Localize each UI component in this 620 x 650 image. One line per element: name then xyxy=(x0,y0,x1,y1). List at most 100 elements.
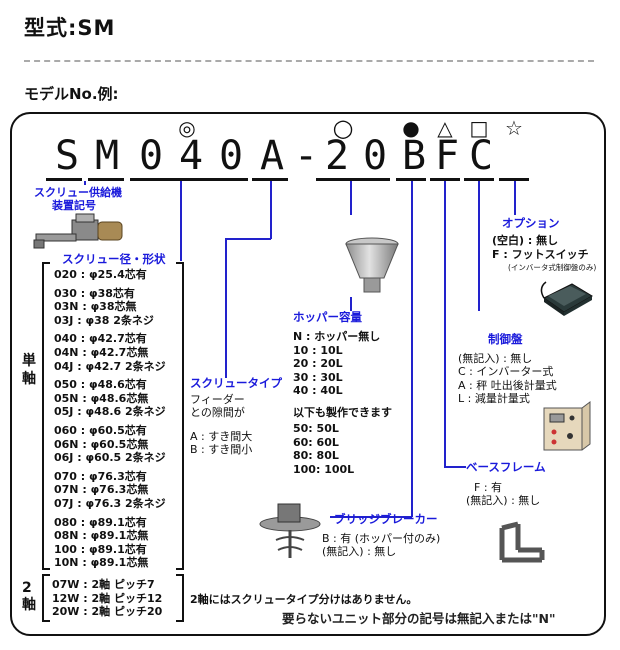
list-item: 12W : 2軸 ピッチ12 xyxy=(52,591,163,605)
circle-icon: ○ xyxy=(332,114,354,142)
list-item: 03J : φ38 2条ネジ xyxy=(54,313,154,327)
hopper-list: N : ホッパー無し 10 : 10L 20 : 20L 30 : 30L 40… xyxy=(293,330,392,476)
list-item: 80: 80L xyxy=(293,449,339,462)
screw-feeder-label-line: 装置記号 xyxy=(52,199,96,212)
underline xyxy=(130,178,248,181)
double-axis-label: 2軸 xyxy=(22,580,36,613)
diagram-frame xyxy=(10,112,606,636)
control-panel-image xyxy=(543,401,591,451)
double-axis-note: 2軸にはスクリュータイプ分けはありません。 xyxy=(190,593,418,606)
code-char-type: A xyxy=(259,133,285,179)
base-frame-line: (無記入) : 無し xyxy=(466,494,541,508)
model-heading: モデルNo.例: xyxy=(24,85,119,103)
star-icon: ☆ xyxy=(505,116,523,140)
option-line: F : フットスイッチ xyxy=(492,247,589,261)
code-char-digit: 0 xyxy=(218,133,244,179)
hopper-image xyxy=(345,237,399,293)
connector-line xyxy=(444,181,446,467)
connector-line xyxy=(84,181,86,185)
list-item: 050 : φ48.6芯有 xyxy=(54,378,147,392)
list-item: 040 : φ42.7芯有 xyxy=(54,332,147,346)
bridge-breaker-label: ブリッジブレーカー xyxy=(334,512,438,526)
list-item: 070 : φ76.3芯有 xyxy=(54,469,147,483)
screw-feeder-image xyxy=(33,213,123,249)
option-label: オプション xyxy=(502,216,560,230)
code-char-digit: 0 xyxy=(362,133,388,179)
screw-type-line: A : すき間大 xyxy=(190,429,253,443)
list-item: 60: 60L xyxy=(293,435,339,449)
list-item: 10N : φ89.1芯無 xyxy=(54,556,149,570)
code-char-s: S xyxy=(54,133,80,179)
list-item: 05N : φ48.6芯無 xyxy=(54,391,149,405)
underline xyxy=(252,178,288,181)
connector-line xyxy=(444,466,466,468)
screw-type-line: B : すき間小 xyxy=(190,443,253,457)
list-item: 20 : 20L xyxy=(293,357,343,370)
control-panel-line: (無記入) : 無し xyxy=(458,352,533,365)
control-panel-line: A : 秤 吐出後計量式 xyxy=(458,378,557,392)
code-char-digit: 2 xyxy=(324,133,350,179)
base-frame-line: F : 有 xyxy=(474,481,503,494)
connector-line xyxy=(330,516,412,518)
connector-line xyxy=(478,181,480,311)
list-item: 100: 100L xyxy=(293,462,355,476)
list-item: 05J : φ48.6 2条ネジ xyxy=(54,405,166,419)
list-item: 020 : φ25.4芯有 xyxy=(54,268,147,281)
connector-line xyxy=(350,297,352,311)
code-char-bridge: B xyxy=(401,133,427,179)
connector-line xyxy=(180,181,182,261)
triangle-icon: △ xyxy=(437,116,453,140)
page-title: 型式:SM xyxy=(24,16,116,40)
control-panel-line: L : 減量計量式 xyxy=(458,392,530,406)
option-sub: (インバータ式制御盤のみ) xyxy=(508,263,597,272)
list-item: 07J : φ76.3 2条ネジ xyxy=(54,496,166,510)
list-item: 10 : 10L xyxy=(293,343,343,357)
control-panel-line: C : インバーター式 xyxy=(458,365,554,379)
double-circle-icon: ◎ xyxy=(178,116,196,140)
bracket xyxy=(42,262,50,570)
footer-note: 要らないユニット部分の記号は無記入または"N" xyxy=(282,611,556,626)
list-item: 50: 50L xyxy=(293,422,339,435)
list-item: 030 : φ38芯有 xyxy=(54,286,135,300)
underline xyxy=(316,178,390,181)
list-item: 40 : 40L xyxy=(293,384,343,397)
code-char-hyphen: - xyxy=(293,133,319,179)
screw-feeder-label-line: スクリュー供給機 xyxy=(34,186,122,199)
underline xyxy=(46,178,82,181)
underline xyxy=(464,178,494,181)
list-item: 06J : φ60.5 2条ネジ xyxy=(54,451,166,465)
control-panel-label: 制御盤 xyxy=(488,332,523,346)
connector-line xyxy=(411,181,413,517)
list-item: 080 : φ89.1芯有 xyxy=(54,515,147,529)
underline xyxy=(499,178,529,181)
underline xyxy=(88,178,124,181)
connector-line xyxy=(514,181,516,215)
list-item: 04N : φ42.7芯無 xyxy=(54,345,149,359)
bracket xyxy=(42,574,50,622)
bridge-breaker-image xyxy=(259,503,321,558)
single-axis-label: 単軸 xyxy=(22,353,36,387)
list-item: 20W : 2軸 ピッチ20 xyxy=(52,605,163,619)
list-item: 30 : 30L xyxy=(293,370,343,384)
connector-line xyxy=(350,181,352,215)
list-item: 07N : φ76.3芯無 xyxy=(54,483,149,497)
divider xyxy=(24,60,594,62)
code-char-m: M xyxy=(94,133,120,179)
screw-type-line: との隙間が xyxy=(190,406,245,420)
bridge-breaker-desc: B : 有 (ホッパー付のみ) (無記入) : 無し xyxy=(322,532,440,559)
bridge-breaker-line: B : 有 (ホッパー付のみ) xyxy=(322,532,441,545)
code-char-digit: 0 xyxy=(138,133,164,179)
diameter-list-group: 020 : φ25.4芯有 030 : φ38芯有 03N : φ38芯無 03… xyxy=(54,268,166,570)
option-desc: (空白) : 無し F : フットスイッチ xyxy=(492,234,589,261)
square-icon: □ xyxy=(469,116,489,140)
screw-type-desc: フィーダー との隙間が A : すき間大 B : すき間小 xyxy=(190,393,252,457)
hopper-label: ホッパー容量 xyxy=(293,310,362,324)
underline xyxy=(430,178,460,181)
list-item: 04J : φ42.7 2条ネジ xyxy=(54,359,166,373)
list-item: 03N : φ38芯無 xyxy=(54,300,137,314)
list-item: 07W : 2軸 ピッチ7 xyxy=(52,578,155,591)
control-panel-desc: (無記入) : 無し C : インバーター式 A : 秤 吐出後計量式 L : … xyxy=(458,352,557,406)
list-item: N : ホッパー無し xyxy=(293,330,381,343)
connector-line xyxy=(225,238,271,240)
bracket xyxy=(176,574,184,622)
